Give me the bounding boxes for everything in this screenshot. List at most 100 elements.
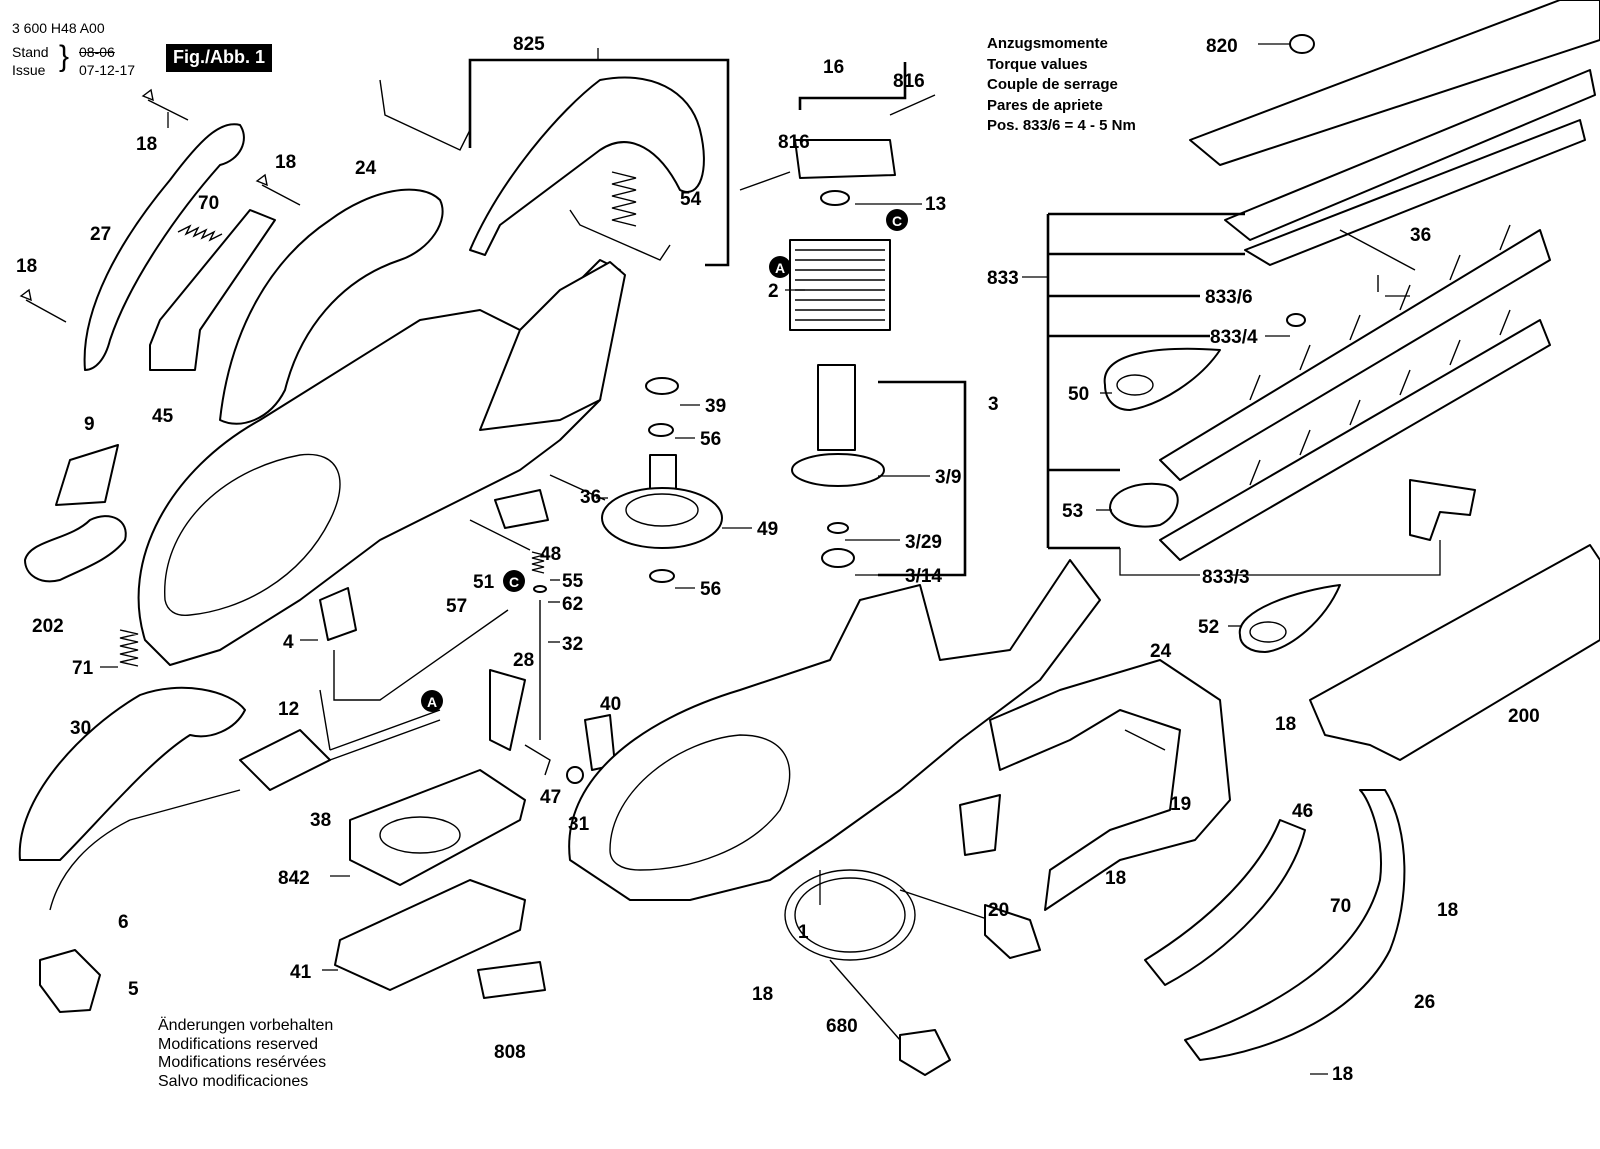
link-rod-right [569,209,671,261]
stand-label: Stand [12,44,49,60]
bearing-13 [820,190,850,206]
callout-28: 28 [513,650,534,671]
washer-56-bottom [649,569,675,583]
callout-833: 833 [987,268,1019,289]
guard-24-right [989,659,1231,911]
callout-46: 46 [1292,801,1313,822]
callout-36-right: 36 [1410,225,1431,246]
callout-55: 55 [562,571,584,592]
callout-816-top: 816 [893,71,925,92]
callout-47: 47 [540,787,561,808]
callout-18-guard: 18 [1105,868,1126,889]
callout-39: 39 [705,396,726,417]
marker-c-wiring: C [503,570,525,592]
svg-text:C: C [892,213,902,229]
plug-5 [39,949,101,1013]
callout-56-bottom: 56 [700,579,721,600]
switch-4 [319,587,357,641]
gear-49 [601,487,723,549]
callout-50: 50 [1068,384,1089,405]
bearing-3-14 [821,548,855,568]
callout-56-top: 56 [700,429,721,450]
torque-line-de: Anzugsmomente [987,35,1108,52]
pin-51 [469,519,531,551]
issue-label: Issue [12,62,46,78]
svg-text:C: C [509,574,519,590]
callout-51: 51 [473,572,495,593]
parts [18,0,1600,1076]
screw-19 [1124,729,1166,751]
callout-680: 680 [826,1016,858,1037]
callout-18-bottom: 18 [1332,1064,1353,1085]
callout-2: 2 [768,281,779,302]
callout-52: 52 [1198,617,1219,638]
clip-47 [524,744,551,776]
hand-guard-26 [1184,789,1406,1061]
torque-values-block: Anzugsmomente Torque values Couple de se… [987,34,1136,137]
old-date: 08-06 [79,44,115,60]
link-rod-left [379,79,471,151]
callout-820: 820 [1206,36,1238,57]
callout-18-left: 18 [16,256,37,277]
marker-a-wiring: A [421,690,443,712]
cord-680-coil [784,869,916,961]
leader-lines [100,43,1441,1075]
grommet-31 [566,766,584,784]
label-20 [959,794,1001,856]
housing-front-half [568,559,1101,901]
pin-36-right [1339,229,1416,271]
modification-notes: Änderungen vorbehalten Modifications res… [158,1017,333,1091]
nut-833-4 [1286,313,1306,327]
callout-200: 200 [1508,706,1540,727]
screw-18-c [19,288,67,323]
spring-71 [119,629,139,667]
callout-41: 41 [290,962,312,983]
svg-text:A: A [427,694,437,710]
wire-harness [319,689,441,761]
washer-53 [1109,482,1179,528]
callout-825: 825 [513,34,545,55]
handle-cover-825 [469,76,705,256]
callout-71: 71 [72,658,94,679]
plate-48 [494,489,549,529]
figure-badge: Fig./Abb. 1 [166,44,272,72]
brace: } [59,40,70,73]
housing-rear-window [164,453,341,617]
note-es: Salvo modificaciones [158,1072,309,1090]
trigger-45 [149,209,276,371]
callout-36-left: 36 [580,487,601,508]
callout-4: 4 [283,632,294,653]
callout-24-left: 24 [355,158,377,179]
note-de: Änderungen vorbehalten [158,1017,334,1034]
callout-19: 19 [1170,794,1191,815]
callout-53: 53 [1062,501,1083,522]
document-number: 3 600 H48 A00 [12,20,105,36]
callout-70-left: 70 [198,193,219,214]
callout-12: 12 [278,699,299,720]
blade-lower-teeth [1249,309,1511,486]
wire-57 [333,609,509,701]
svg-text:A: A [775,260,785,276]
callout-3-29: 3/29 [905,532,942,553]
callout-54: 54 [680,189,702,210]
handle-46 [1144,819,1306,986]
blade-rail-833 [1244,119,1586,266]
cord-680-mains-plug [899,1029,951,1076]
callout-30: 30 [70,718,91,739]
callout-38: 38 [310,810,331,831]
screw-18-a [141,88,189,121]
washer-56-top [648,423,674,437]
torque-line-es: Pares de apriete [987,96,1103,114]
callout-833-4: 833/4 [1210,327,1258,348]
marker-c-armature: C [886,209,908,231]
callout-6: 6 [118,912,129,933]
armature-3 [817,364,856,451]
blade-upper [1159,229,1551,481]
callout-18-mid: 18 [275,152,296,173]
label-808 [477,961,546,999]
callout-808: 808 [494,1042,526,1063]
callout-816-left: 816 [778,132,810,153]
cord-680-plug [984,904,1041,959]
cord-6 [49,789,241,911]
callout-20: 20 [988,900,1009,921]
